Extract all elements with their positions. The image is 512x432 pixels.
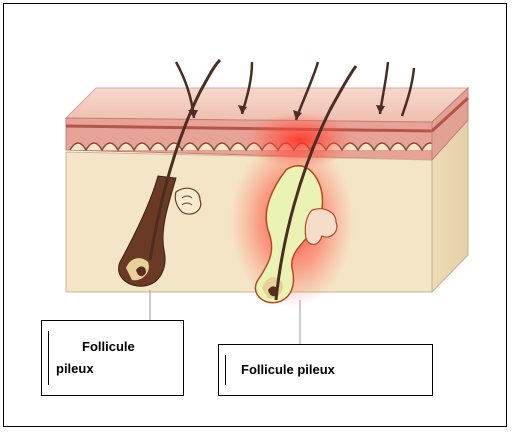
label-healthy-follicle-line2: pileux [56, 361, 94, 376]
label-box-inflamed-follicle: Follicule pileux [218, 344, 433, 396]
label-bar [48, 331, 49, 385]
label-inflamed-follicle: Follicule pileux [241, 362, 335, 377]
label-healthy-follicle-line1: Follicule [82, 339, 135, 354]
label-box-healthy-follicle: Follicule pileux [41, 320, 184, 396]
skin-surface [66, 88, 468, 122]
label-bar [225, 355, 226, 385]
